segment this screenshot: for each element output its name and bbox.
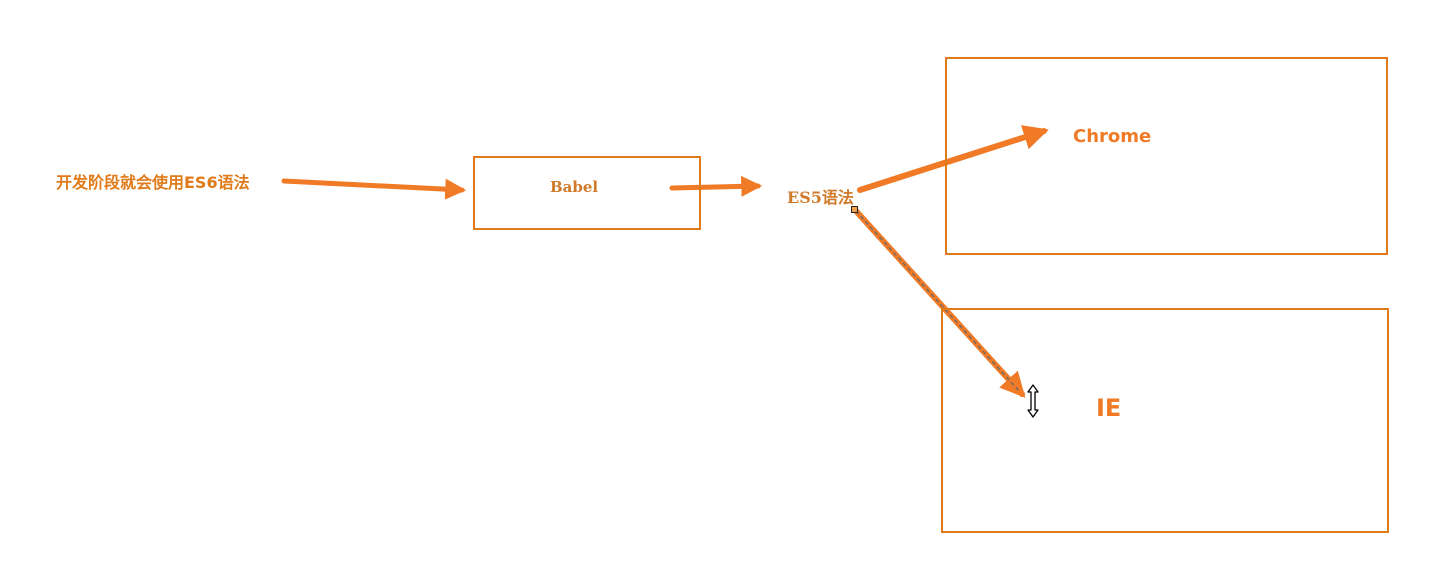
chrome-box[interactable]: [945, 57, 1388, 255]
babel-box[interactable]: [473, 156, 701, 230]
ie-label: IE: [1096, 394, 1122, 422]
source-syntax-label: 开发阶段就会使用ES6语法: [56, 173, 250, 192]
arrow-babel-to-es5: [669, 175, 763, 197]
ie-box[interactable]: [941, 308, 1389, 533]
arrow-source-to-babel: [281, 178, 467, 200]
chrome-label: Chrome: [1073, 126, 1152, 147]
arrow-es5-to-ie-selection-outline: [855, 210, 1021, 393]
babel-label: Babel: [550, 178, 599, 196]
es5-syntax-label: ES5语法: [787, 188, 854, 207]
selection-handle-icon[interactable]: [851, 206, 858, 213]
vertical-resize-cursor-icon: [1027, 384, 1039, 418]
arrow-es5-to-chrome: [857, 125, 1049, 193]
